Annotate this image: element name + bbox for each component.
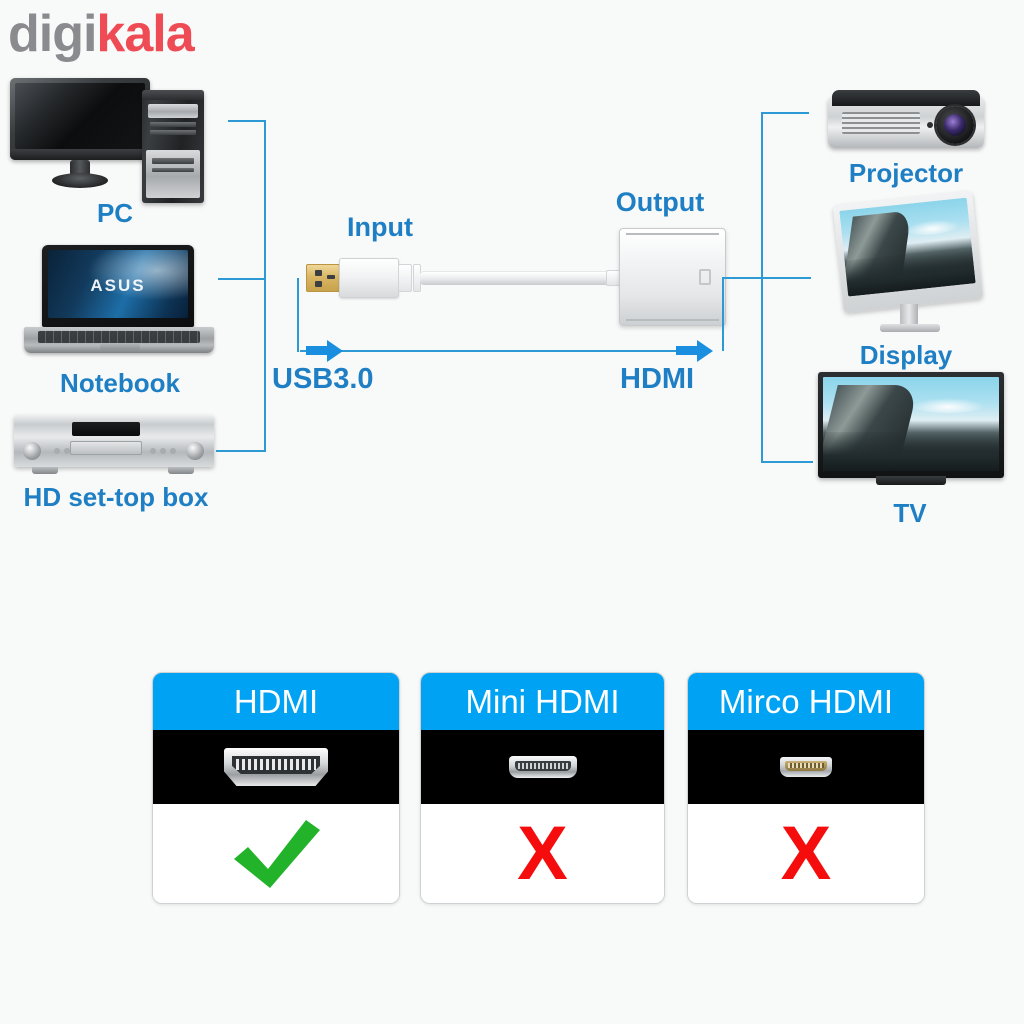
compatibility-card-group: HDMI Mini HDMI X (0, 672, 1024, 912)
watermark-text-primary: digi (8, 5, 97, 63)
check-icon (234, 819, 320, 888)
connector-drop-left (297, 278, 299, 352)
usb-arrow-tail (306, 346, 328, 355)
micro-hdmi-connector-icon (780, 757, 832, 777)
hdmi-flow-arrow-icon (697, 340, 713, 362)
compatibility-card-hdmi[interactable]: HDMI (152, 672, 400, 904)
hdmi-female-adapter-icon (619, 228, 726, 326)
x-icon: X (780, 810, 832, 896)
port-label-hdmi: HDMI (620, 363, 695, 395)
compatibility-card-mini-hdmi[interactable]: Mini HDMI X (420, 672, 665, 904)
connector-line-display (723, 277, 811, 279)
destination-label-tv: TV (893, 498, 927, 528)
connector-line-tv (761, 461, 813, 463)
source-label-notebook: Notebook (60, 368, 180, 398)
destination-label-display: Display (859, 340, 953, 370)
laptop-screen-brand: ASUS (90, 275, 146, 295)
card-title-mini-hdmi: Mini HDMI (421, 673, 664, 730)
hdmi-connector-icon (224, 748, 328, 786)
compatibility-card-mirco-hdmi[interactable]: Mirco HDMI X (687, 672, 925, 904)
laptop-icon: ASUS (24, 245, 214, 355)
destination-label-projector: Projector (848, 158, 964, 188)
source-label-pc: PC (96, 198, 134, 228)
set-top-box-icon (14, 415, 214, 475)
connector-drop-right (722, 277, 724, 351)
usb3-to-hdmi-adapter-icon (306, 228, 726, 346)
x-icon: X (517, 810, 568, 896)
card-status-mirco-hdmi: X (688, 804, 924, 903)
usb-flow-arrow-icon (327, 340, 343, 362)
mini-hdmi-connector-icon (508, 756, 577, 778)
connector-line-projector (761, 112, 809, 114)
connector-line-settopbox (216, 450, 266, 452)
television-icon (818, 372, 1004, 492)
card-title-hdmi: HDMI (153, 673, 399, 730)
connector-line-notebook (218, 278, 266, 280)
source-label-settopbox: HD set-top box (23, 482, 209, 512)
monitor-icon (830, 190, 990, 338)
connector-bus-right (761, 112, 763, 462)
card-title-mirco-hdmi: Mirco HDMI (688, 673, 924, 730)
card-connector-band-mirco-hdmi (688, 730, 924, 804)
desktop-computer-icon (10, 78, 225, 203)
adapter-input-label: Input (347, 212, 413, 242)
digikala-watermark-logo: digikala (8, 5, 195, 63)
port-label-usb3: USB3.0 (272, 363, 374, 395)
card-status-hdmi (153, 804, 399, 903)
hdmi-arrow-tail (676, 346, 698, 355)
adapter-cable (420, 271, 614, 285)
adapter-output-label: Output (615, 187, 705, 217)
signal-flow-line (300, 350, 700, 352)
projector-icon (828, 90, 984, 152)
card-connector-band-mini-hdmi (421, 730, 664, 804)
connector-line-pc (228, 120, 266, 122)
connector-bus-left (264, 120, 266, 452)
card-connector-band-hdmi (153, 730, 399, 804)
watermark-text-secondary: kala (96, 5, 194, 63)
card-status-mini-hdmi: X (421, 804, 664, 903)
